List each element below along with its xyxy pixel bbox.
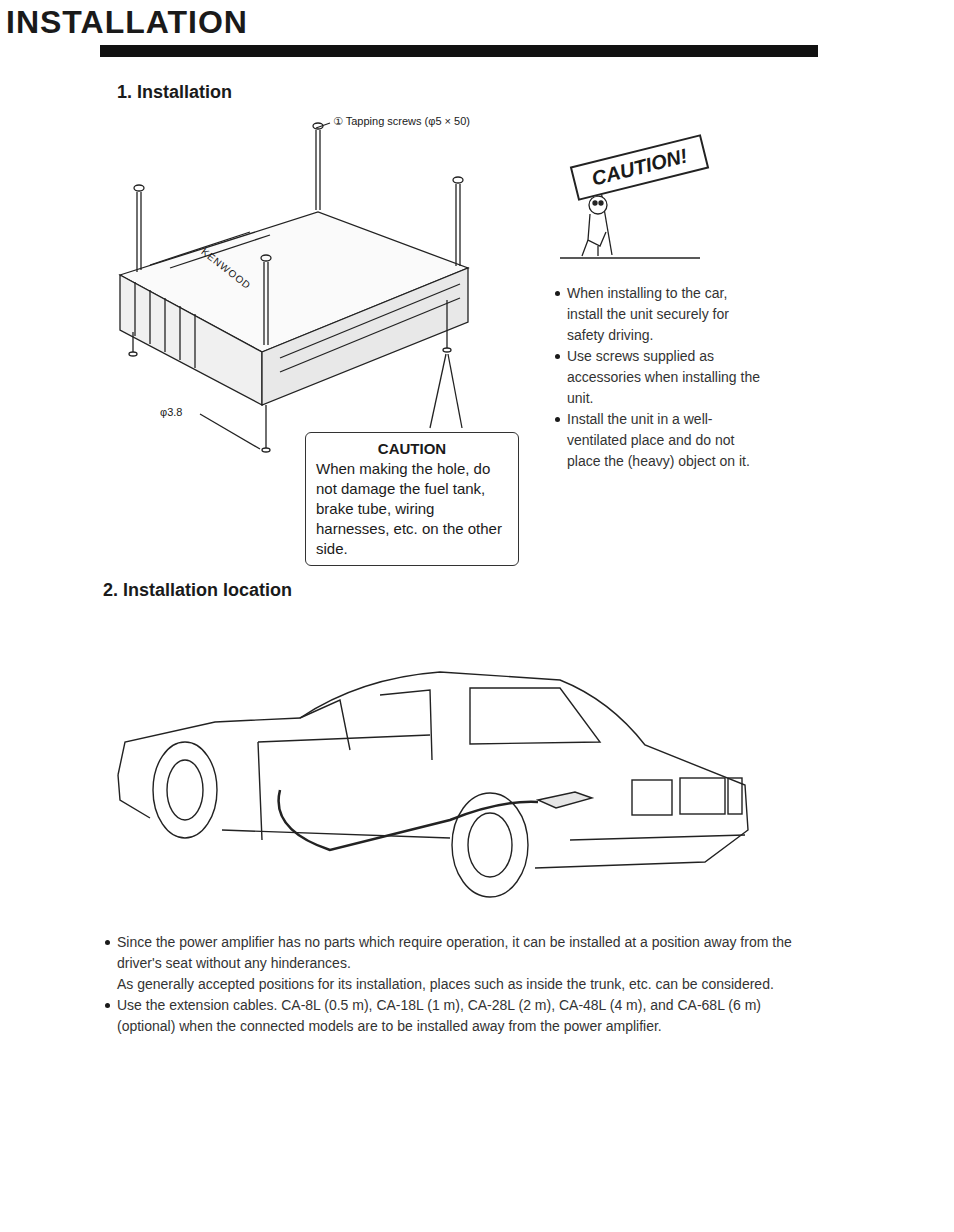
note-item: Since the power amplifier has no parts w… <box>103 932 821 974</box>
note-item: Install the unit in a well-ventilated pl… <box>553 409 763 472</box>
note-item: When installing to the car, install the … <box>553 283 763 346</box>
caution-box: CAUTIONWhen making the hole, do not dama… <box>305 432 519 566</box>
car-drawing <box>118 672 748 897</box>
note-text: Use the extension cables. CA-8L (0.5 m),… <box>117 995 821 1037</box>
section-heading: 1. Installation <box>117 82 232 103</box>
note-list: When installing to the car, install the … <box>553 283 763 472</box>
bullet <box>105 940 110 945</box>
bullet <box>555 354 560 359</box>
note-text: Install the unit in a well-ventilated pl… <box>567 409 763 472</box>
section-heading: 2. Installation location <box>103 580 292 601</box>
page-title: INSTALLATION <box>6 4 254 41</box>
part-label: ① Tapping screws (φ5 × 50) <box>333 115 470 128</box>
header-bar <box>100 45 818 57</box>
amplifier-drawing <box>120 123 468 452</box>
box-heading: CAUTION! <box>579 142 700 193</box>
note-item: Use the extension cables. CA-8L (0.5 m),… <box>103 995 821 1037</box>
note-text: When installing to the car, install the … <box>567 283 763 346</box>
note-item: Use screws supplied as accessories when … <box>553 346 763 409</box>
bullet <box>105 1003 110 1008</box>
note-text: Use screws supplied as accessories when … <box>567 346 763 409</box>
note-item: As generally accepted positions for its … <box>103 974 821 995</box>
bullet <box>555 291 560 296</box>
caution-sign: CAUTION! <box>570 134 709 201</box>
box-body: When making the hole, do not damage the … <box>316 459 508 559</box>
box-heading: CAUTION <box>316 439 508 459</box>
note-text: Since the power amplifier has no parts w… <box>117 932 821 974</box>
dimension-label: φ3.8 <box>160 406 182 418</box>
note-list: Since the power amplifier has no parts w… <box>103 932 821 1037</box>
note-text: As generally accepted positions for its … <box>117 974 821 995</box>
bullet <box>555 417 560 422</box>
